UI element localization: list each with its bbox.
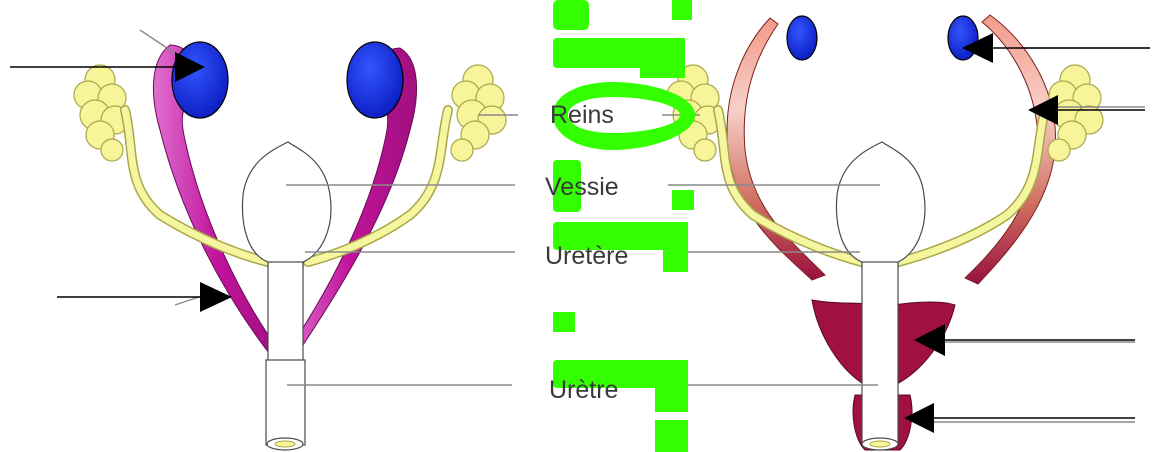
label-urethra: Urètre bbox=[549, 376, 618, 404]
right-urethra bbox=[862, 262, 898, 445]
arrow-bulb bbox=[904, 403, 1135, 433]
left-testis-right bbox=[347, 42, 403, 118]
label-ureter: Uretère bbox=[545, 242, 628, 270]
right-testis-left bbox=[787, 16, 817, 60]
label-bladder: Vessie bbox=[545, 173, 619, 201]
right-bladder bbox=[836, 142, 925, 268]
left-diagram bbox=[74, 42, 506, 450]
left-bladder bbox=[242, 142, 331, 268]
arrow-testis-right bbox=[962, 33, 1150, 63]
left-kidney-right bbox=[451, 65, 506, 161]
label-kidneys: Reins bbox=[550, 101, 614, 129]
left-testis-left bbox=[172, 42, 228, 118]
arrow-duct-left bbox=[57, 282, 232, 312]
